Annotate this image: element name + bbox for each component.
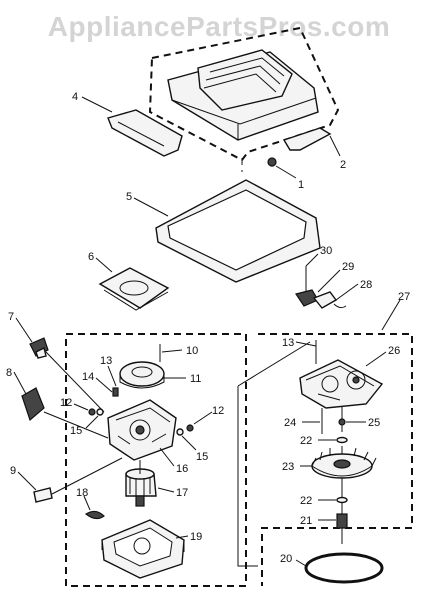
base-part-19[interactable] — [101, 519, 185, 579]
leader-2 — [329, 135, 341, 157]
watermark-text: AppliancePartsPros.com — [47, 11, 391, 42]
leader-14 — [95, 377, 113, 393]
top-cover-part[interactable] — [167, 49, 319, 141]
callout-30: 30 — [320, 245, 332, 257]
leader-26 — [365, 351, 387, 367]
callout-10: 10 — [186, 345, 198, 357]
callout-12a: 12 — [60, 397, 72, 409]
pad-part-6[interactable] — [98, 267, 170, 311]
impeller-part-23[interactable] — [311, 446, 377, 479]
leader-9 — [17, 471, 37, 491]
callout-15b: 15 — [196, 451, 208, 463]
fasteners-part-12-15[interactable] — [88, 408, 194, 436]
leader-15a — [85, 415, 99, 429]
right-assembly-boundary — [258, 333, 413, 586]
handle-part-4[interactable] — [107, 109, 183, 157]
leader-30 — [305, 253, 319, 267]
leader-10 — [161, 349, 183, 353]
leader-17 — [157, 487, 175, 493]
coupling-part-21[interactable] — [336, 513, 348, 529]
callout-7: 7 — [8, 311, 14, 323]
assembly-line-9 — [51, 457, 123, 495]
belt-part-20[interactable] — [304, 552, 384, 584]
callout-15a: 15 — [70, 425, 82, 437]
callout-13a: 13 — [100, 355, 112, 367]
bottom-assembly-boundary — [65, 333, 247, 587]
callout-27: 27 — [398, 291, 410, 303]
housing-part-26[interactable] — [299, 359, 384, 409]
leader-15b — [181, 435, 197, 451]
assembly-line-7 — [45, 351, 105, 413]
screw-part-13-14[interactable] — [112, 387, 119, 397]
callout-22b: 22 — [300, 495, 312, 507]
leader-1 — [275, 165, 297, 179]
leader-4 — [81, 96, 113, 113]
leader-7 — [15, 317, 33, 343]
callout-5: 5 — [126, 191, 132, 203]
callout-28: 28 — [360, 279, 372, 291]
leader-13a — [107, 365, 117, 387]
callout-24: 24 — [284, 417, 296, 429]
bracket-part-2[interactable] — [282, 127, 332, 151]
assembly-line-8 — [43, 411, 109, 439]
callout-9: 9 — [10, 465, 16, 477]
leader-13b — [295, 341, 317, 347]
callout-29: 29 — [342, 261, 354, 273]
callout-26: 26 — [388, 345, 400, 357]
screw-part-1[interactable] — [267, 157, 277, 167]
leader-6 — [95, 257, 113, 273]
callout-13b: 13 — [282, 337, 294, 349]
leader-16 — [159, 447, 175, 467]
washer-part-22a[interactable] — [336, 436, 348, 444]
leader-19 — [175, 535, 189, 539]
callout-21: 21 — [300, 515, 312, 527]
part-7-clip[interactable] — [29, 337, 49, 359]
callout-6: 6 — [88, 251, 94, 263]
callout-18: 18 — [76, 487, 88, 499]
leader-27 — [381, 299, 401, 331]
callout-2: 2 — [340, 159, 346, 171]
leader-8 — [13, 371, 27, 395]
motor-cover-part-11[interactable] — [119, 361, 165, 389]
callout-22a: 22 — [300, 435, 312, 447]
callout-17: 17 — [176, 487, 188, 499]
callout-14: 14 — [82, 371, 94, 383]
washer-part-25[interactable] — [338, 418, 346, 426]
leader-12b — [193, 411, 213, 425]
leader-29 — [317, 269, 341, 293]
washer-part-22b[interactable] — [336, 496, 348, 504]
leader-5 — [133, 197, 169, 217]
callout-1: 1 — [298, 179, 304, 191]
callout-20: 20 — [280, 553, 292, 565]
callout-8: 8 — [6, 367, 12, 379]
leader-20 — [295, 559, 307, 567]
frame-part-5[interactable] — [155, 179, 321, 283]
callout-4: 4 — [72, 91, 78, 103]
inner-frame-line-2 — [237, 341, 311, 387]
part-8-switch[interactable] — [21, 387, 45, 422]
leader-18 — [83, 495, 91, 511]
clip-part-18[interactable] — [84, 510, 105, 520]
callout-11: 11 — [190, 373, 201, 385]
gear-part-17[interactable] — [125, 468, 157, 507]
callout-12b: 12 — [212, 405, 224, 417]
callout-19: 19 — [190, 531, 202, 543]
motor-body-part-16[interactable] — [107, 399, 177, 461]
wire-harness-part-28-29-30[interactable] — [295, 266, 347, 309]
leader-28 — [335, 283, 359, 301]
callout-23: 23 — [282, 461, 294, 473]
inner-frame-line — [237, 386, 258, 567]
leader-12a — [73, 403, 89, 411]
callout-16: 16 — [176, 463, 188, 475]
part-9-label[interactable] — [33, 487, 53, 503]
callout-25: 25 — [368, 417, 380, 429]
